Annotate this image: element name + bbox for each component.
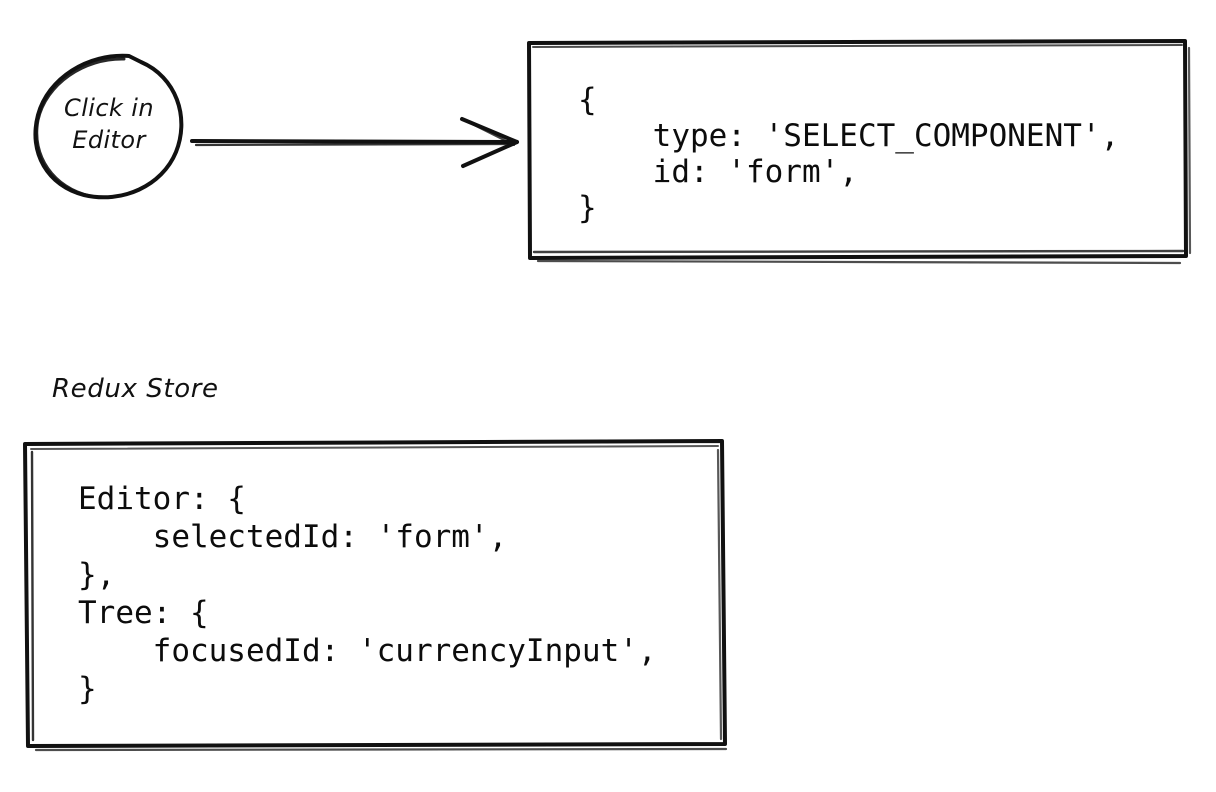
trigger-node-line-2: Editor xyxy=(72,126,146,154)
redux-store-state-box[interactable]: Editor: { selectedId: 'form', }, Tree: {… xyxy=(22,440,727,748)
redux-store-state-code: Editor: { selectedId: 'form', }, Tree: {… xyxy=(78,481,657,707)
redux-store-title: Redux Store xyxy=(52,374,219,404)
trigger-to-action-arrow-shape xyxy=(190,117,519,168)
trigger-node-line-1: Click in xyxy=(64,94,154,123)
redux-action-box[interactable]: { type: 'SELECT_COMPONENT', id: 'form', … xyxy=(526,40,1188,260)
redux-action-code: { type: 'SELECT_COMPONENT', id: 'form', … xyxy=(578,82,1120,226)
trigger-node-label: Click in Editor xyxy=(33,52,185,198)
trigger-node[interactable]: Click in Editor xyxy=(33,52,185,198)
